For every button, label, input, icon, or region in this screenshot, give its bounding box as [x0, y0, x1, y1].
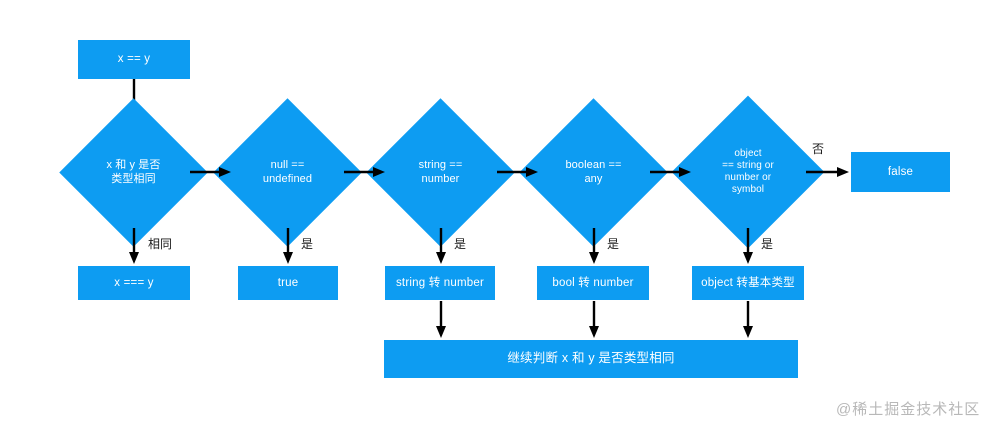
- node-true-label: true: [277, 276, 299, 289]
- node-false-label: false: [887, 165, 914, 178]
- connector-same-type-to-strict-equal: [126, 228, 142, 266]
- node-strict-equal-label: x === y: [114, 276, 154, 289]
- node-decision-object-primitive-label: object == string or number or symbol: [722, 148, 774, 195]
- node-decision-null-undefined-label: null == undefined: [262, 159, 313, 185]
- connector-bool-to-number-to-continue: [586, 301, 602, 339]
- edge-label-yes-3: 是: [607, 237, 620, 251]
- connector-object-to-primitive-to-continue: [740, 301, 756, 339]
- node-true[interactable]: true: [238, 266, 338, 300]
- connector-null-undefined-to-string-number: [344, 165, 386, 179]
- connector-same-type-to-null-undefined: [190, 165, 232, 179]
- node-decision-null-undefined[interactable]: null == undefined: [213, 98, 362, 247]
- node-string-to-number[interactable]: string 转 number: [385, 266, 495, 300]
- node-false[interactable]: false: [851, 152, 950, 192]
- edge-label-yes-2: 是: [454, 237, 467, 251]
- node-object-to-primitive[interactable]: object 转基本类型: [692, 266, 804, 300]
- connector-boolean-any-to-bool-to-number: [586, 228, 602, 266]
- node-start-label: x == y: [117, 53, 151, 66]
- node-strict-equal[interactable]: x === y: [78, 266, 190, 300]
- edge-label-same: 相同: [148, 237, 173, 251]
- connector-object-primitive-to-object-to-primitive: [740, 228, 756, 266]
- edge-label-no: 否: [812, 142, 825, 156]
- node-decision-string-number-label: string == number: [418, 159, 463, 185]
- node-decision-object-primitive[interactable]: object == string or number or symbol: [671, 95, 825, 249]
- node-decision-boolean-any-label: boolean == any: [565, 159, 622, 185]
- edge-label-yes-1: 是: [301, 237, 314, 251]
- connector-string-number-to-string-to-number: [433, 228, 449, 266]
- node-bool-to-number[interactable]: bool 转 number: [537, 266, 649, 300]
- node-decision-boolean-any[interactable]: boolean == any: [519, 98, 668, 247]
- connector-string-number-to-boolean-any: [497, 165, 539, 179]
- watermark: @稀土掘金技术社区: [836, 401, 981, 418]
- connector-boolean-any-to-object-primitive: [650, 165, 692, 179]
- node-start-x-equals-y[interactable]: x == y: [78, 40, 190, 79]
- node-continue-check-label: 继续判断 x 和 y 是否类型相同: [507, 351, 675, 366]
- node-decision-string-number[interactable]: string == number: [366, 98, 515, 247]
- node-decision-same-type[interactable]: x 和 y 是否 类型相同: [59, 98, 208, 247]
- connector-string-to-number-to-continue: [433, 301, 449, 339]
- node-bool-to-number-label: bool 转 number: [552, 276, 634, 289]
- connector-object-primitive-to-false: [806, 165, 850, 179]
- node-continue-check[interactable]: 继续判断 x 和 y 是否类型相同: [384, 340, 798, 378]
- node-decision-same-type-label: x 和 y 是否 类型相同: [106, 159, 161, 185]
- connector-null-undefined-to-true: [280, 228, 296, 266]
- node-object-to-primitive-label: object 转基本类型: [701, 276, 795, 289]
- node-string-to-number-label: string 转 number: [395, 276, 484, 289]
- edge-label-yes-4: 是: [761, 237, 774, 251]
